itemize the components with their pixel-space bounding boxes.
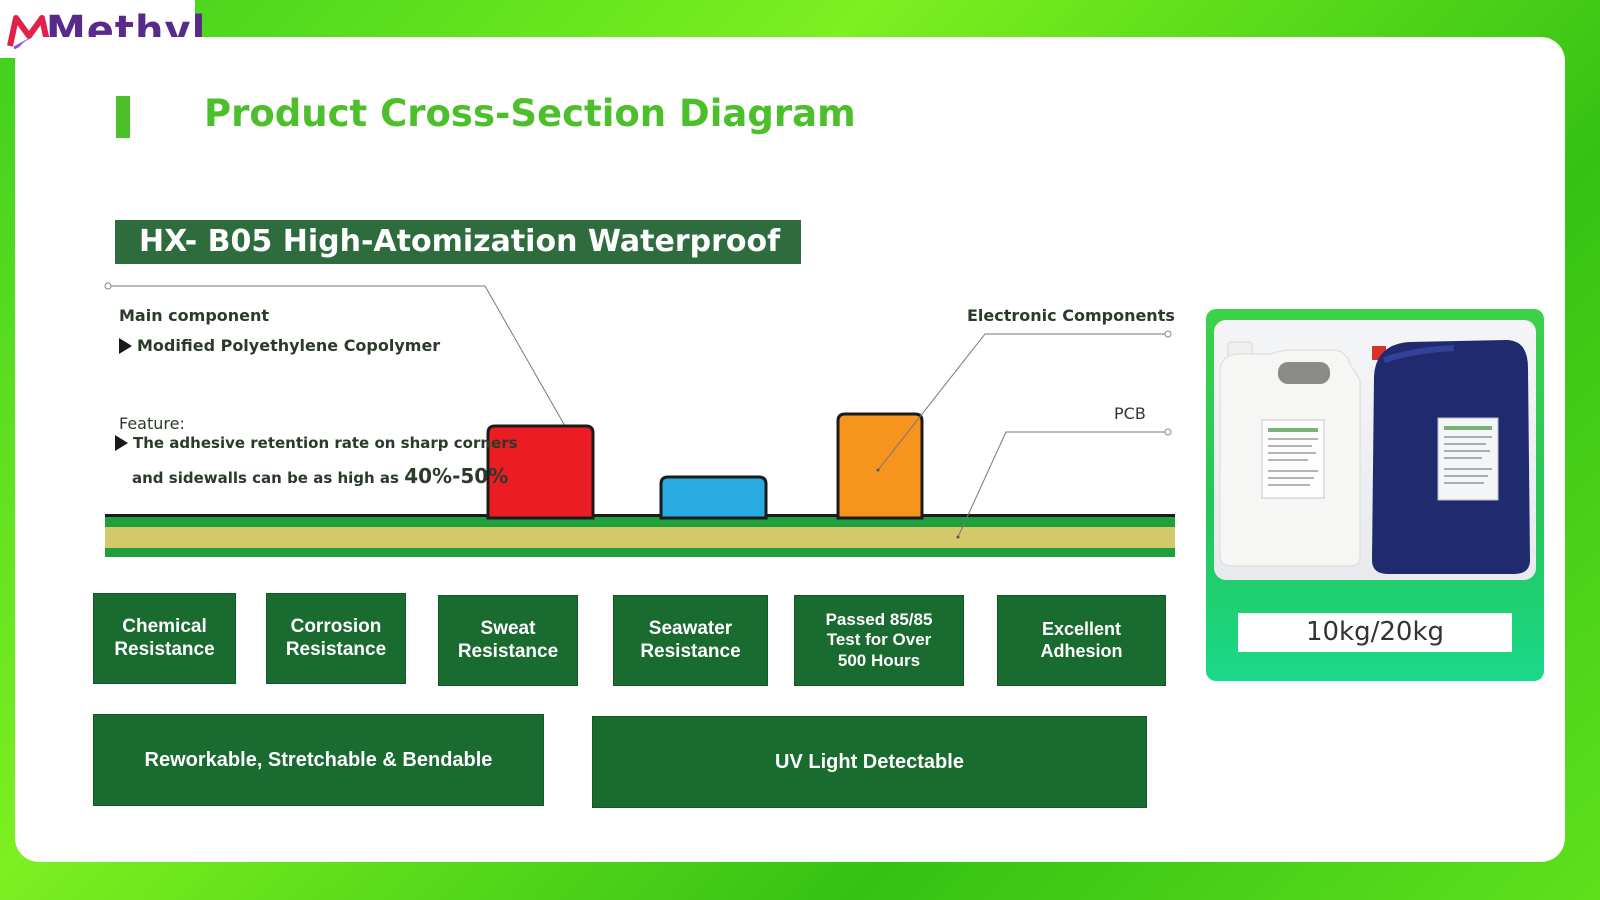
feature-tag-uv-detectable: UV Light Detectable: [592, 716, 1147, 808]
title-accent-bar: [116, 96, 130, 138]
pcb-label: PCB: [1114, 404, 1146, 423]
electronic-components-label: Electronic Components: [967, 306, 1175, 325]
main-component-label: Main component: [119, 306, 270, 325]
product-photo: [1214, 320, 1536, 580]
feature-tag-corrosion: Corrosion Resistance: [266, 593, 406, 684]
main-component-value: Modified Polyethylene Copolymer: [119, 336, 440, 355]
package-size-label: 10kg/20kg: [1238, 613, 1512, 652]
feature-tag-sweat: Sweat Resistance: [438, 595, 578, 686]
feature-tag-reworkable: Reworkable, Stretchable & Bendable: [93, 714, 544, 806]
feature-tag-chemical: Chemical Resistance: [93, 593, 236, 684]
page-title: Product Cross-Section Diagram: [204, 92, 856, 135]
feature-tag-seawater: Seawater Resistance: [613, 595, 768, 686]
feature-tag-85-85-test: Passed 85/85 Test for Over 500 Hours: [794, 595, 964, 686]
bullet-triangle-icon: [115, 435, 128, 451]
bullet-triangle-icon: [119, 338, 132, 354]
feature-label: Feature:: [119, 414, 185, 433]
feature-tag-adhesion: Excellent Adhesion: [997, 595, 1166, 686]
retention-rate-highlight: 40%-50%: [404, 464, 509, 488]
product-containers-illustration: [1219, 340, 1530, 574]
feature-line-2: and sidewalls can be as high as 40%-50%: [132, 464, 509, 488]
product-banner: HX- B05 High-Atomization Waterproof: [115, 220, 801, 264]
feature-line-1: The adhesive retention rate on sharp cor…: [115, 434, 518, 452]
